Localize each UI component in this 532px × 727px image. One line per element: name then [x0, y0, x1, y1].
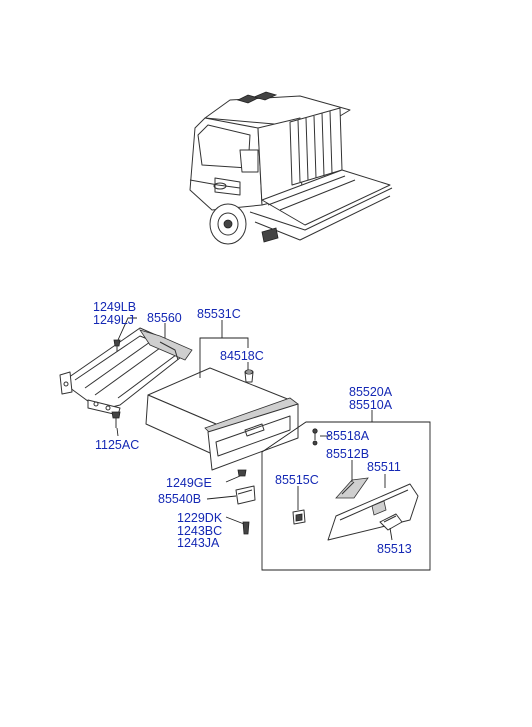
- clip-84518c: [244, 369, 254, 383]
- label-1125ac[interactable]: 1125AC: [95, 438, 139, 452]
- label-85512b[interactable]: 85512B: [326, 447, 369, 461]
- part-labels: 1249LB 1249LJ 85560 85531C 84518C 1125AC…: [93, 300, 412, 556]
- label-84518c[interactable]: 84518C: [220, 349, 264, 363]
- label-1243bc[interactable]: 1243BC: [177, 524, 222, 538]
- screw-1249ge: [237, 469, 247, 477]
- bracket-85540b: [235, 485, 256, 505]
- label-1249lb[interactable]: 1249LB: [93, 300, 136, 314]
- mounting-bracket: [59, 327, 193, 416]
- label-85511[interactable]: 85511: [367, 460, 401, 474]
- handle-85513: [379, 513, 403, 531]
- label-1229dk[interactable]: 1229DK: [177, 511, 223, 525]
- truck-illustration: [189, 91, 393, 245]
- screw-85518a: [312, 428, 318, 446]
- label-85540b[interactable]: 85540B: [158, 492, 201, 506]
- assembly-frame: [261, 421, 431, 571]
- leader-lines: [116, 317, 393, 541]
- label-85518a[interactable]: 85518A: [326, 429, 370, 443]
- label-85515c[interactable]: 85515C: [275, 473, 319, 487]
- label-85560[interactable]: 85560: [147, 311, 182, 325]
- label-85520a[interactable]: 85520A: [349, 385, 393, 399]
- label-85531c[interactable]: 85531C: [197, 307, 241, 321]
- label-85513[interactable]: 85513: [377, 542, 412, 556]
- storage-box: [145, 367, 299, 471]
- label-1249ge[interactable]: 1249GE: [166, 476, 212, 490]
- bumper-85515c: [292, 509, 306, 525]
- label-1249lj[interactable]: 1249LJ: [93, 313, 134, 327]
- label-1243ja[interactable]: 1243JA: [177, 536, 220, 550]
- label-85510a[interactable]: 85510A: [349, 398, 393, 412]
- latch-85512b: [335, 477, 369, 499]
- bolt-1125ac: [111, 411, 121, 428]
- fastener-1229dk: [242, 521, 250, 535]
